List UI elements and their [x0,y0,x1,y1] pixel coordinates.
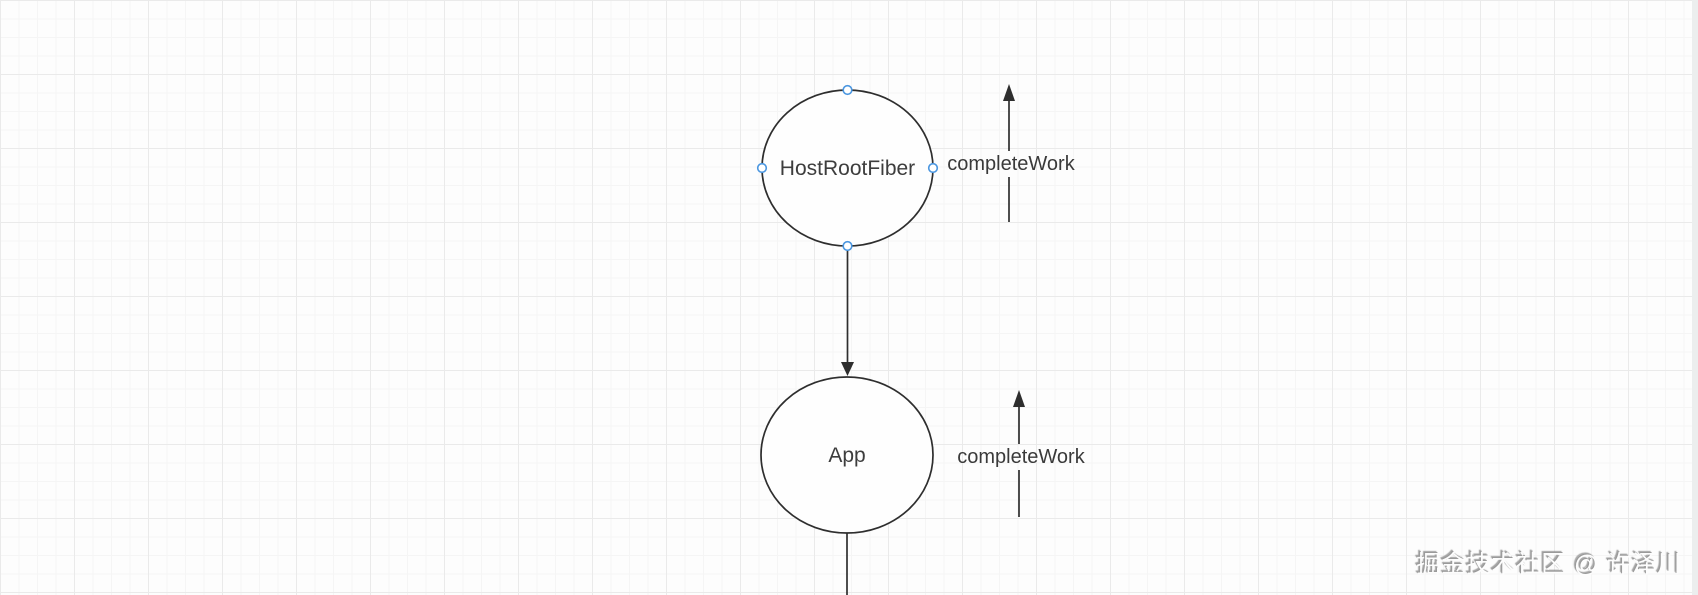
annotation-completework-bottom[interactable]: completeWork [957,390,1086,517]
selection-handle-left[interactable] [756,162,768,174]
node-hostrootfiber[interactable]: HostRootFiber [756,84,939,252]
selection-handle-top[interactable] [842,84,853,96]
node-hostrootfiber-label: HostRootFiber [780,157,915,180]
vertical-scrollbar[interactable] [1692,0,1698,595]
node-app[interactable]: App [760,376,934,534]
annotation-completework-top[interactable]: completeWork [947,84,1076,222]
up-arrowhead-icon [1013,390,1025,407]
node-app-shape[interactable] [760,376,934,534]
up-arrowhead-icon [1003,84,1015,101]
node-app-label: App [828,444,865,467]
selection-handle-right[interactable] [927,162,939,174]
selection-handle-bottom[interactable] [842,240,853,252]
completework-label-bottom[interactable]: completeWork [957,446,1085,468]
edge-arrowhead-down-icon [841,362,854,376]
completework-label-top[interactable]: completeWork [947,153,1075,175]
watermark: 掘金技术社区 @ 许泽川 [1416,551,1682,578]
edge-hostrootfiber-to-app[interactable] [841,246,854,376]
